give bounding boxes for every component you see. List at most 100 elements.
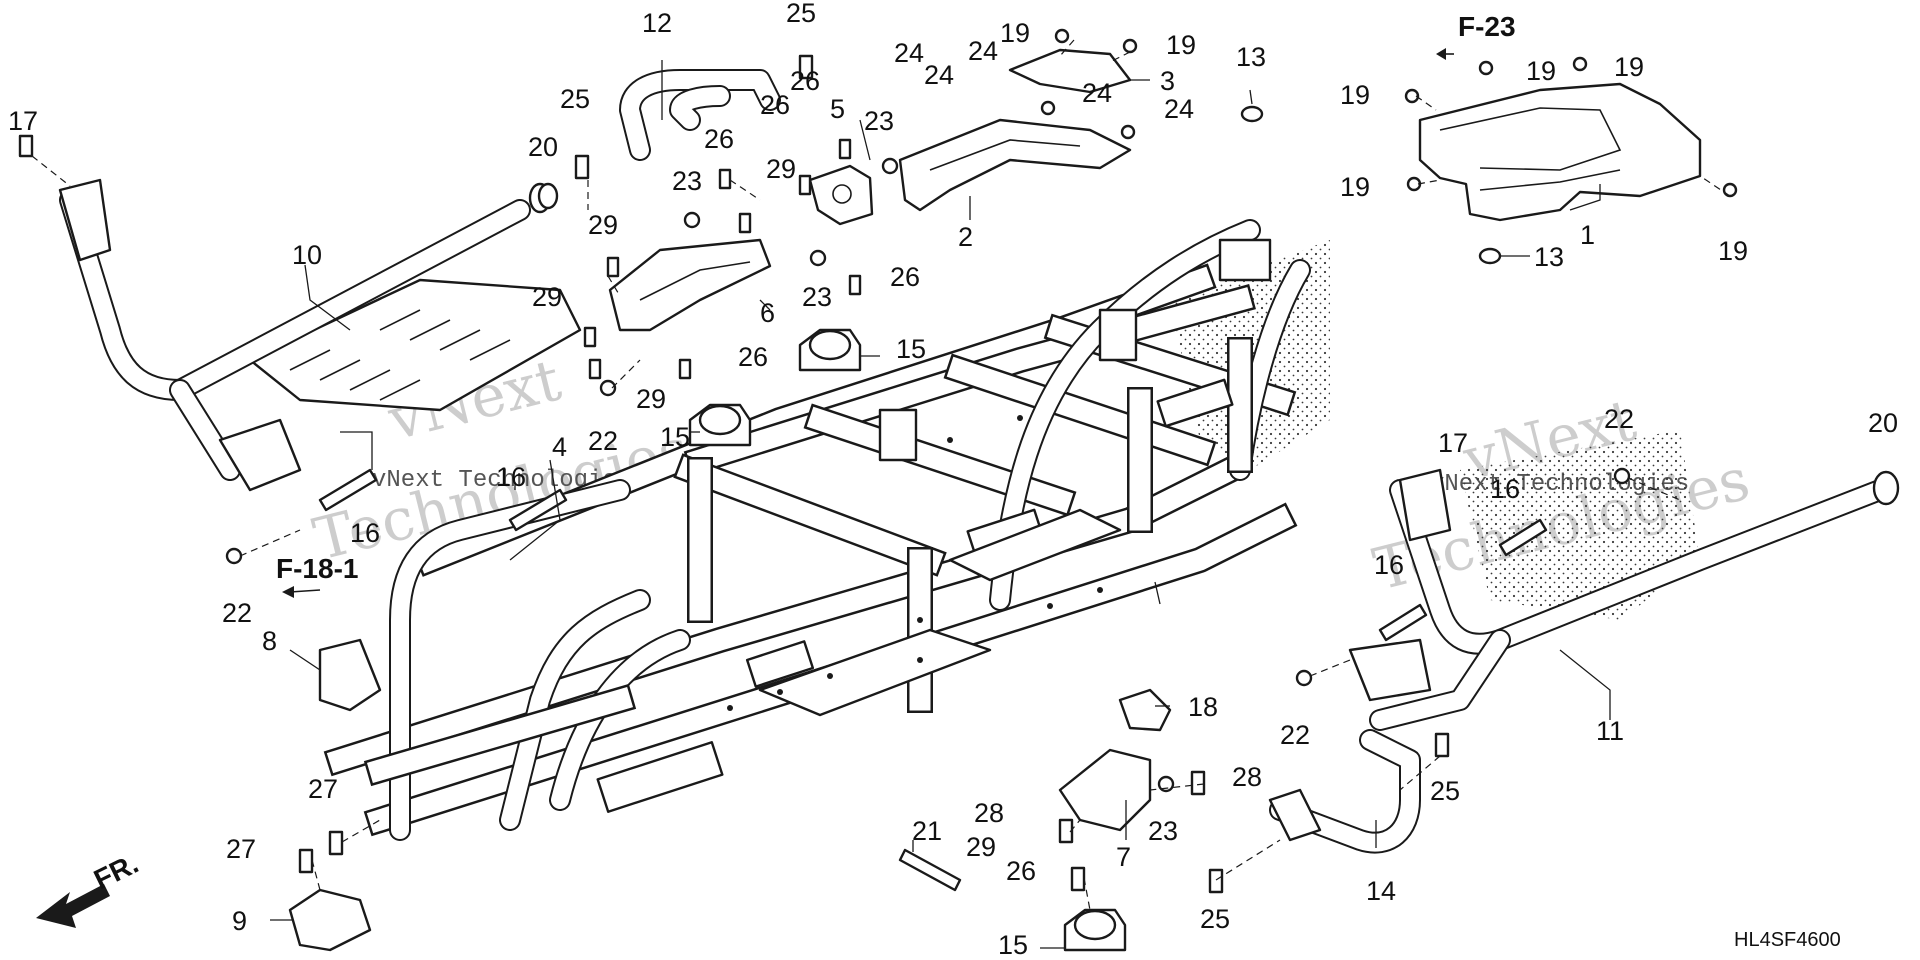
callout-7: 7	[1116, 842, 1131, 872]
callout-12: 12	[642, 8, 672, 38]
callout-29-e: 29	[966, 832, 996, 862]
callout-14: 14	[1366, 876, 1396, 906]
callout-17-right: 17	[1438, 428, 1468, 458]
callout-20-left: 20	[528, 132, 558, 162]
part-13-caps	[1240, 105, 1502, 265]
callout-19-b: 19	[1166, 30, 1196, 60]
callout-27-b: 27	[226, 834, 256, 864]
callout-28-a: 28	[1232, 762, 1262, 792]
part-15-mounts	[688, 328, 1127, 952]
callout-10: 10	[292, 240, 322, 270]
main-frame	[323, 219, 1311, 841]
callout-19-a: 19	[1000, 18, 1030, 48]
callout-16-d: 16	[1374, 550, 1404, 580]
callout-2: 2	[958, 222, 973, 252]
callout-27-a: 27	[308, 774, 338, 804]
ref-f18-arrow	[289, 589, 321, 593]
callout-25-d: 25	[1200, 904, 1230, 934]
callout-6: 6	[760, 298, 775, 328]
callout-5: 5	[830, 94, 845, 124]
part-14-handle	[1268, 729, 1421, 854]
callout-26-e: 26	[738, 342, 768, 372]
part-8-plate	[318, 638, 382, 712]
callout-4: 4	[552, 432, 567, 462]
part-10-floor-plate	[248, 278, 582, 412]
callout-23-c: 23	[802, 282, 832, 312]
callouts: 1 2 3 4 5 6 7 8 9 10 11 12 13 13 14 15 1…	[8, 0, 1898, 960]
callout-21: 21	[912, 816, 942, 846]
part-18-clamp	[1118, 688, 1172, 732]
fasteners	[18, 28, 1738, 894]
callout-24-d: 24	[1082, 78, 1112, 108]
callout-22-b: 22	[222, 598, 252, 628]
callout-29-b: 29	[532, 282, 562, 312]
callout-24-b: 24	[968, 36, 998, 66]
diagram-code: HL4SF4600	[1734, 929, 1841, 951]
part-7-bracket	[1058, 748, 1152, 832]
callout-3: 3	[1160, 66, 1175, 96]
callout-15-middle: 15	[660, 422, 690, 452]
ref-f18-1: F-18-1	[276, 553, 358, 584]
part-9-plate	[288, 888, 372, 952]
callout-26-f: 26	[1006, 856, 1036, 886]
callout-19-d: 19	[1614, 52, 1644, 82]
part-21-rod	[898, 848, 962, 892]
front-arrow-icon	[36, 884, 110, 928]
part-11-right-bar	[1348, 468, 1900, 731]
front-direction-indicator: FR.	[36, 848, 143, 928]
part-20-cap-left	[537, 182, 559, 210]
callout-13-right: 13	[1534, 242, 1564, 272]
callout-28-b: 28	[974, 798, 1004, 828]
callout-26-a: 26	[790, 66, 820, 96]
callout-16-b: 16	[496, 462, 526, 492]
callout-20-right: 20	[1868, 408, 1898, 438]
part-12-handle	[619, 69, 781, 161]
mount-upper	[798, 328, 862, 372]
callout-8: 8	[262, 626, 277, 656]
callout-25-c: 25	[1430, 776, 1460, 806]
callout-16-c: 16	[1490, 474, 1520, 504]
callout-13-top: 13	[1236, 42, 1266, 72]
mount-middle	[688, 403, 752, 447]
callout-19-g: 19	[1718, 236, 1748, 266]
callout-26-c: 26	[760, 90, 790, 120]
watermark-technologies-left: Technologies	[307, 415, 696, 574]
callout-15-upper: 15	[896, 334, 926, 364]
callout-29-d: 29	[636, 384, 666, 414]
callout-1: 1	[1580, 220, 1595, 250]
callout-19-c: 19	[1526, 56, 1556, 86]
callout-26-b: 26	[704, 124, 734, 154]
leader-lines	[31, 39, 1731, 949]
callout-25-b: 25	[560, 84, 590, 114]
part-6-bracket	[608, 238, 772, 332]
callout-22-d: 22	[1604, 404, 1634, 434]
mount-lower	[1063, 908, 1127, 952]
callout-22-a: 22	[588, 426, 618, 456]
ref-f23: F-23	[1458, 11, 1516, 42]
callout-19-f: 19	[1340, 172, 1370, 202]
part-2-bracket	[898, 118, 1132, 212]
callout-24-a: 24	[894, 38, 924, 68]
callout-23-a: 23	[672, 166, 702, 196]
callout-26-d: 26	[890, 262, 920, 292]
callout-11: 11	[1596, 716, 1624, 746]
callout-9: 9	[232, 906, 247, 936]
callout-24-e: 24	[1164, 94, 1194, 124]
callout-24-c: 24	[924, 60, 954, 90]
part-1-cover	[1418, 82, 1702, 222]
ref-f23-arrowhead	[1436, 48, 1446, 60]
callout-23-b: 23	[864, 106, 894, 136]
part-5-mount	[808, 164, 874, 226]
callout-29-c: 29	[766, 154, 796, 184]
callout-17-left: 17	[8, 106, 38, 136]
ref-f18-arrowhead	[282, 586, 294, 598]
callout-15-lower: 15	[998, 930, 1028, 960]
callout-19-e: 19	[1340, 80, 1370, 110]
callout-25-a: 25	[786, 0, 816, 28]
callout-16-a: 16	[350, 518, 380, 548]
callout-23-d: 23	[1148, 816, 1178, 846]
callout-29-a: 29	[588, 210, 618, 240]
callout-18: 18	[1188, 692, 1218, 722]
callout-22-c: 22	[1280, 720, 1310, 750]
